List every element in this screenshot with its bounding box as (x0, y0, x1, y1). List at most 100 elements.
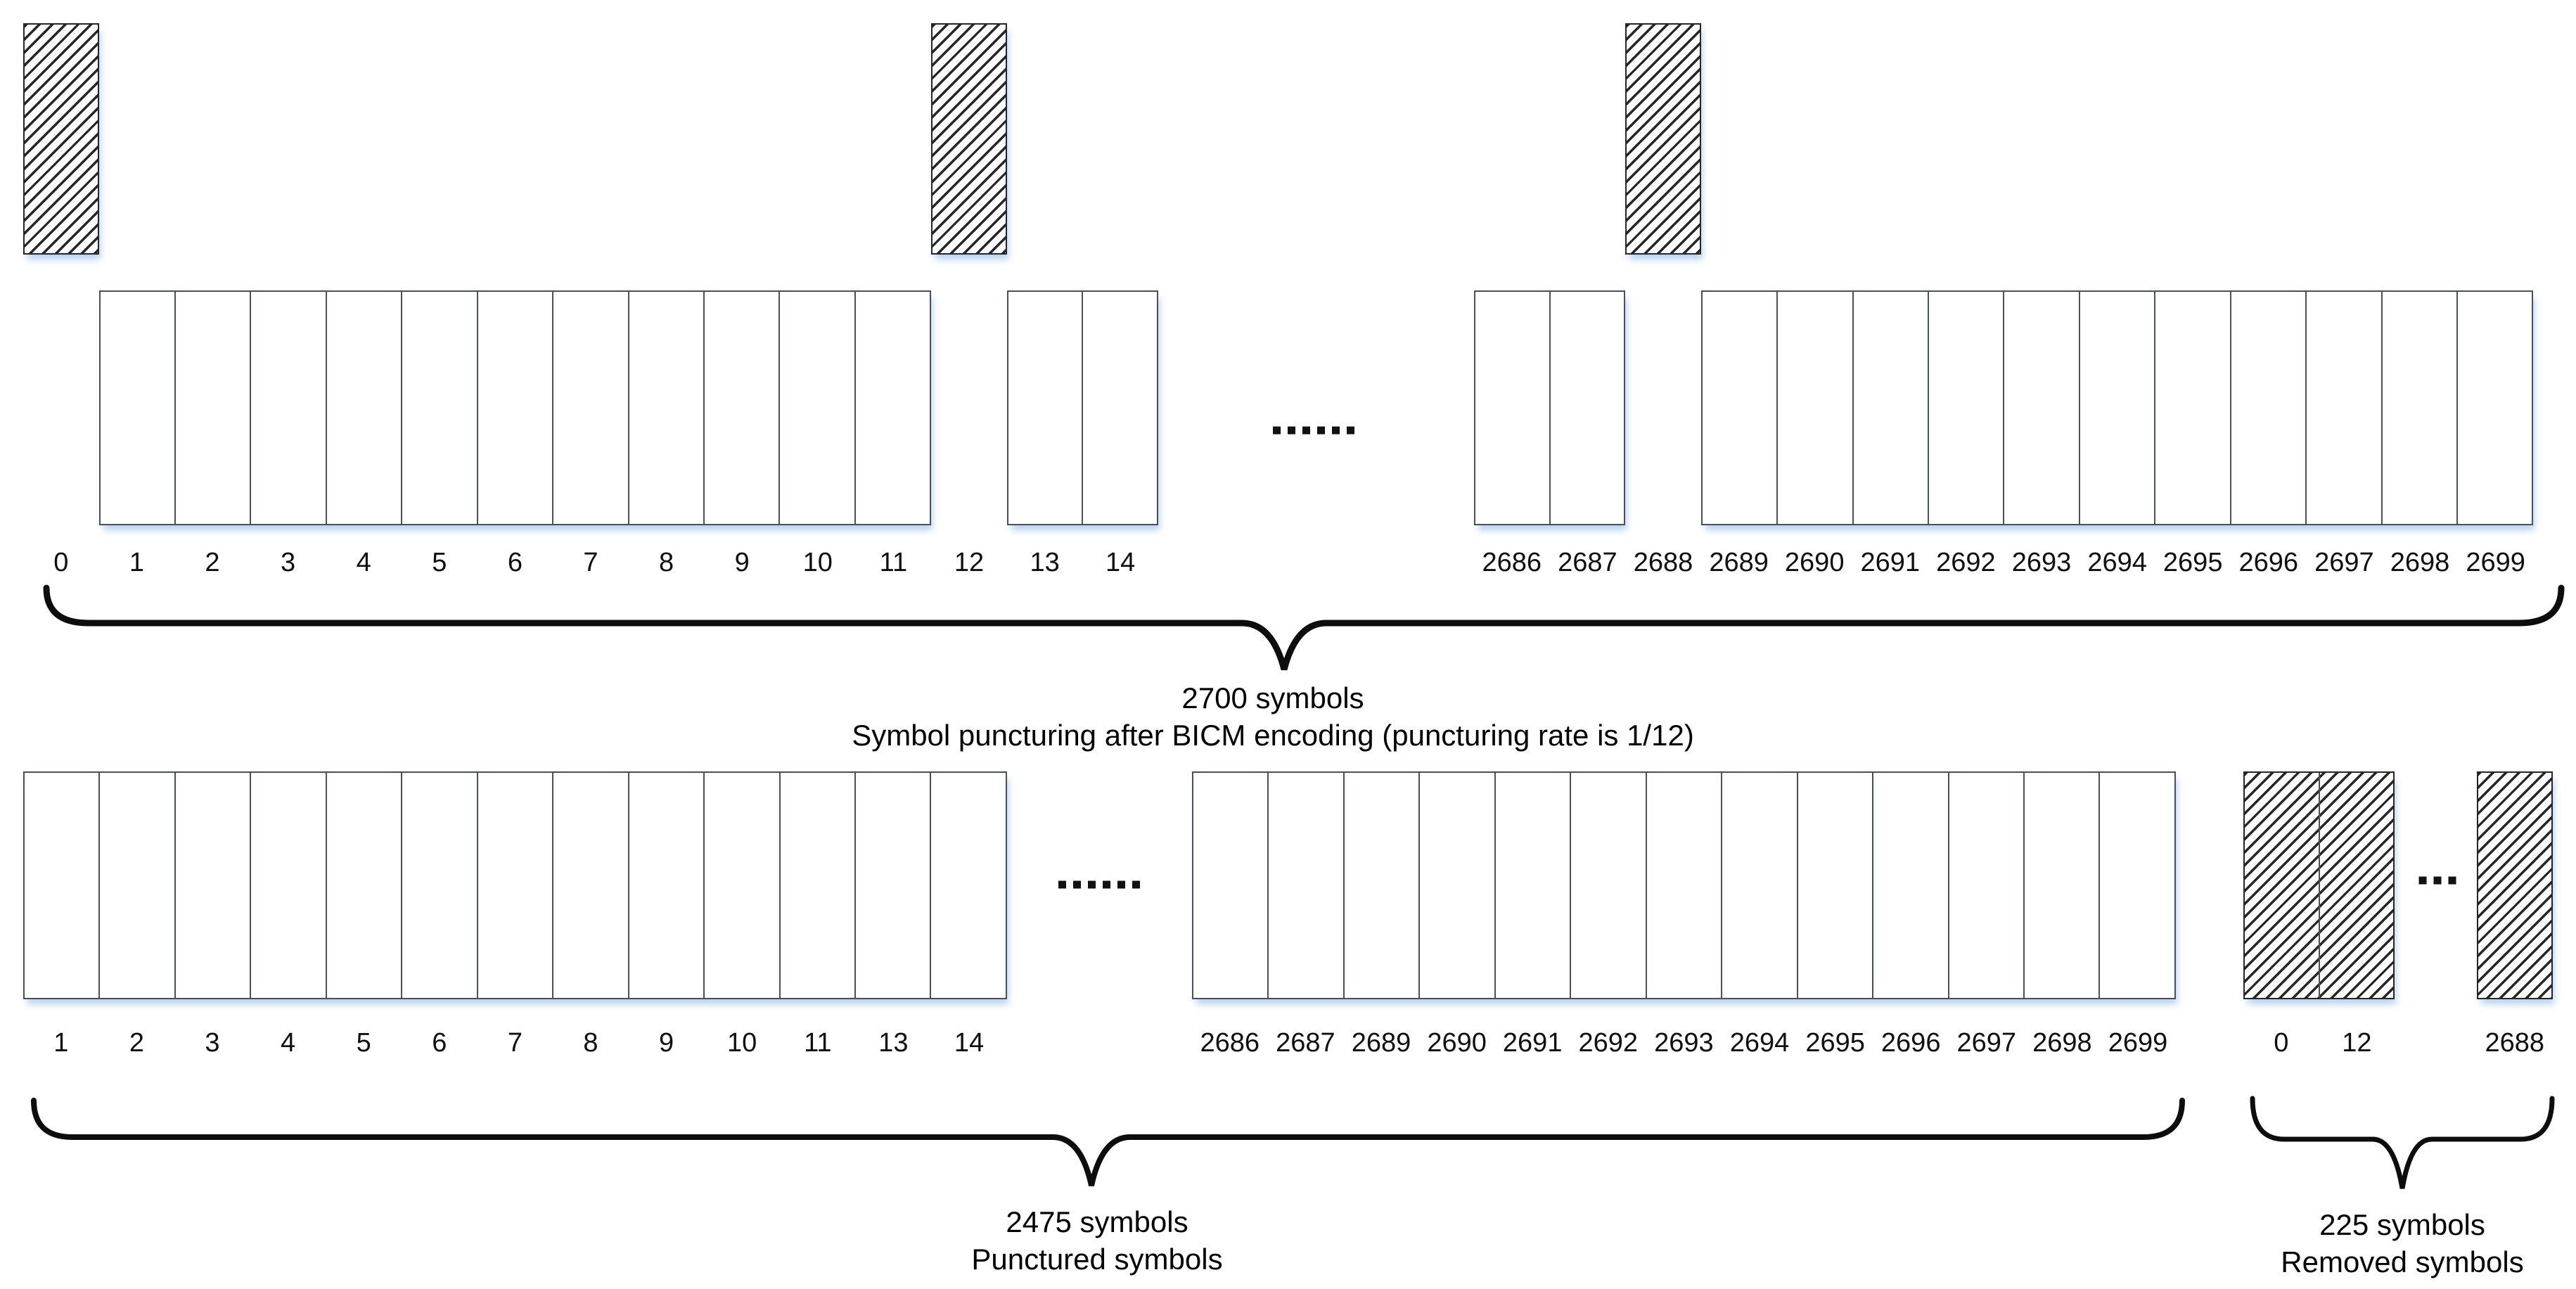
symbol-cell (1420, 773, 1496, 998)
symbol-index-label: 8 (659, 548, 674, 577)
symbol-index-label: 2694 (1729, 1028, 1790, 1058)
symbol-cell (553, 292, 629, 524)
puncturing-description-label: Symbol puncturing after BICM encoding (p… (852, 719, 1694, 752)
symbol-cell (100, 773, 176, 998)
symbol-cell (25, 773, 101, 998)
symbol-cell (1193, 773, 1269, 998)
removed-symbol-run (2477, 771, 2553, 999)
symbol-index-label: 2695 (1805, 1028, 1865, 1058)
symbol-run-top-right (1474, 290, 1626, 525)
symbol-index-label: 2698 (2390, 548, 2450, 577)
dot (1103, 880, 1110, 889)
symbol-index-label: 2692 (1578, 1028, 1639, 1058)
symbol-index-label: 11 (804, 1028, 832, 1058)
symbol-index-label: 4 (356, 548, 371, 577)
symbol-index-label: 0 (53, 548, 69, 577)
symbol-index-label: 7 (507, 1028, 523, 1058)
dot (1273, 426, 1281, 435)
symbol-index-label: 14 (954, 1028, 985, 1058)
symbol-index-label: 2692 (1936, 548, 1996, 577)
symbol-index-label: 2688 (1633, 548, 1693, 577)
symbol-cell (1008, 292, 1084, 524)
symbol-cell (176, 773, 252, 998)
symbol-index-label: 10 (727, 1028, 757, 1058)
dot (1347, 426, 1354, 435)
punctured-symbol-raised (1625, 23, 1701, 255)
removed-symbol-cell (933, 25, 1006, 253)
symbol-index-label: 2697 (1956, 1028, 2017, 1058)
symbol-cell (327, 292, 403, 524)
symbol-cell (176, 292, 252, 524)
symbol-cell (1798, 773, 1874, 998)
symbol-index-label: 0 (2274, 1028, 2289, 1058)
symbol-index-label: 2 (129, 1028, 144, 1058)
dot (1302, 426, 1310, 435)
symbol-index-label: 3 (281, 548, 296, 577)
dot (1073, 880, 1081, 889)
symbol-index-label: 12 (954, 548, 985, 577)
symbol-cell (705, 292, 781, 524)
symbol-cell (1949, 773, 2025, 998)
symbol-cell (1551, 292, 1625, 524)
symbol-index-label: 2699 (2466, 548, 2525, 577)
removed-brace (2250, 1096, 2555, 1189)
symbol-index-label: 5 (432, 548, 447, 577)
symbol-index-label: 2686 (1482, 548, 1542, 577)
removed-symbol-run (2243, 771, 2395, 999)
symbol-index-label: 2696 (2238, 548, 2299, 577)
symbol-index-label: 9 (734, 548, 750, 577)
symbol-cell (2383, 292, 2459, 524)
dot (2433, 876, 2442, 885)
symbol-index-label: 2686 (1200, 1028, 1260, 1058)
symbol-index-label: 2693 (1654, 1028, 1714, 1058)
symbol-cell (781, 773, 856, 998)
symbol-index-label: 2691 (1502, 1028, 1563, 1058)
symbol-index-label: 6 (432, 1028, 447, 1058)
removed-symbol-cell (1627, 25, 1700, 253)
removed-symbols-label: Removed symbols (2281, 1245, 2524, 1278)
symbol-index-label: 2 (205, 548, 220, 577)
dot (1288, 426, 1295, 435)
symbol-cell (1345, 773, 1421, 998)
symbol-cell (2100, 773, 2174, 998)
dot (2418, 876, 2427, 885)
symbol-cell (478, 292, 554, 524)
symbol-cell (1778, 292, 1854, 524)
symbol-index-label: 2694 (2087, 548, 2147, 577)
symbol-index-label: 2699 (2108, 1028, 2168, 1058)
symbol-index-label: 13 (878, 1028, 909, 1058)
symbol-cell (856, 773, 932, 998)
symbol-run-bottom-right (1192, 771, 2176, 999)
top-row-ellipsis (1273, 426, 1354, 435)
symbol-cell (1269, 773, 1345, 998)
symbol-cell (1929, 292, 2005, 524)
symbol-index-label: 14 (1106, 548, 1136, 577)
dot (1317, 426, 1325, 435)
symbol-index-label: 2697 (2314, 548, 2374, 577)
dot (2448, 876, 2456, 885)
symbol-cell (1873, 773, 1949, 998)
symbol-index-label: 10 (802, 548, 833, 577)
punctured-brace-caption: 2475 symbols Punctured symbols (971, 1203, 1222, 1278)
symbol-cell (251, 773, 327, 998)
symbol-index-label: 2691 (1860, 548, 1921, 577)
total-symbols-label: 2700 symbols (1181, 681, 1364, 714)
bottom-row-ellipsis (1058, 880, 1140, 889)
removed-symbol-cell (25, 25, 98, 253)
symbol-cell (705, 773, 781, 998)
symbol-cell (2307, 292, 2383, 524)
symbol-cell (327, 773, 403, 998)
symbol-run-top-right (1700, 290, 2534, 525)
symbol-cell (478, 773, 554, 998)
removed-symbol-cell (2245, 773, 2320, 998)
symbol-index-label: 2695 (2162, 548, 2223, 577)
symbol-cell (1496, 773, 1572, 998)
symbol-cell (1475, 292, 1551, 524)
symbol-cell (553, 773, 629, 998)
symbol-run-top-left (1006, 290, 1158, 525)
symbol-cell (402, 292, 478, 524)
symbol-index-label: 1 (53, 1028, 69, 1058)
symbol-cell (1647, 773, 1723, 998)
